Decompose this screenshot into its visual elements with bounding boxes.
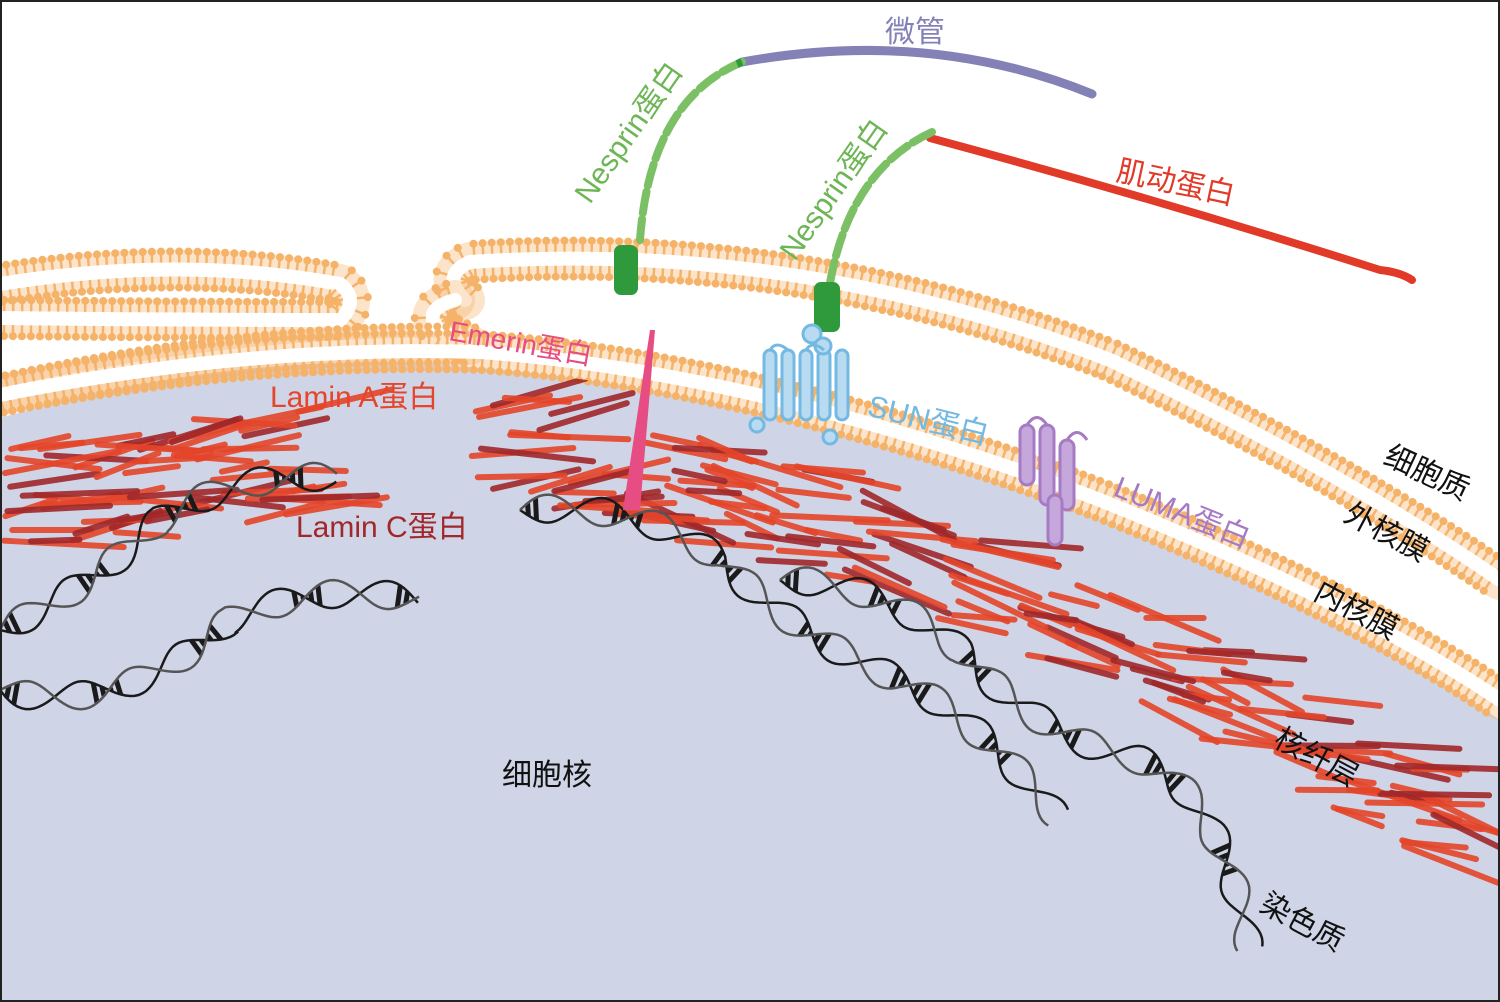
chromatin-strands	[0, 461, 1264, 952]
outer-nuclear-membrane	[432, 236, 1500, 600]
outer-membrane-left-loop	[0, 247, 372, 342]
nucleus-label: 细胞核	[502, 759, 592, 792]
sun-protein	[748, 323, 850, 446]
lamin-c-label: Lamin C蛋白	[296, 511, 468, 544]
nesprin-right-label: Nesprin蛋白	[774, 113, 895, 266]
actin-filament	[926, 134, 1416, 284]
chromatin-strand-4	[779, 566, 1264, 952]
emerin-protein	[623, 330, 655, 510]
nesprin-left-label: Nesprin蛋白	[569, 56, 690, 209]
nuclear-lamina-fibers	[1, 375, 1500, 889]
chromatin-strand-2	[0, 578, 420, 711]
microtubule-fiber	[737, 45, 1097, 99]
microtubule-label: 微管	[885, 16, 945, 49]
lamin-a-label: Lamin A蛋白	[270, 381, 438, 414]
luma-protein	[1018, 416, 1089, 547]
nesprin-protein-right	[814, 128, 936, 332]
nesprin-protein-left	[614, 58, 746, 295]
chromatin-strand-3	[519, 493, 1070, 827]
nucleus-region	[0, 362, 1500, 1002]
chromatin-strand-1	[0, 461, 338, 635]
